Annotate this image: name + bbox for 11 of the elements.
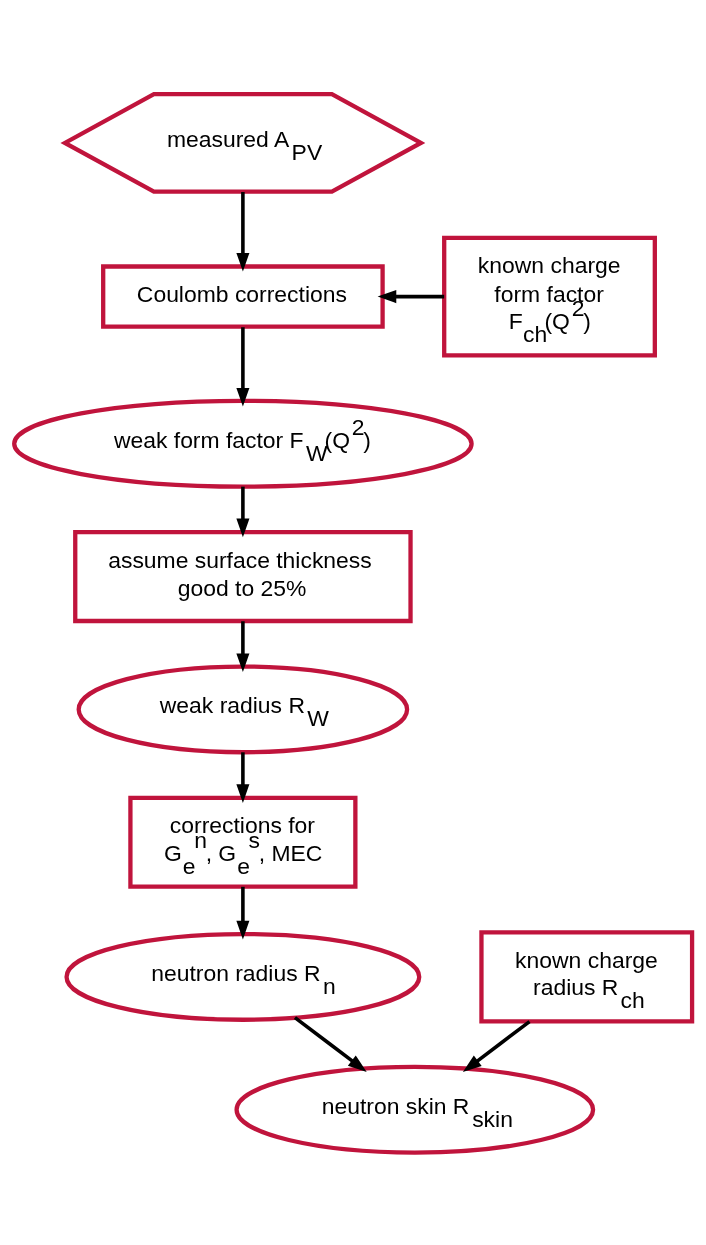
arrow: [462, 1019, 531, 1072]
arrow: [236, 620, 250, 672]
arrow: [236, 191, 250, 272]
arrow: [377, 289, 445, 303]
arrow: [293, 1015, 367, 1072]
arrow: [236, 486, 250, 537]
arrow: [236, 886, 250, 939]
node-box: Coulomb corrections: [101, 263, 385, 329]
node-box: assume surface thickness good to 25%: [73, 529, 413, 623]
arrow: [236, 326, 250, 407]
arrow: [236, 751, 250, 803]
